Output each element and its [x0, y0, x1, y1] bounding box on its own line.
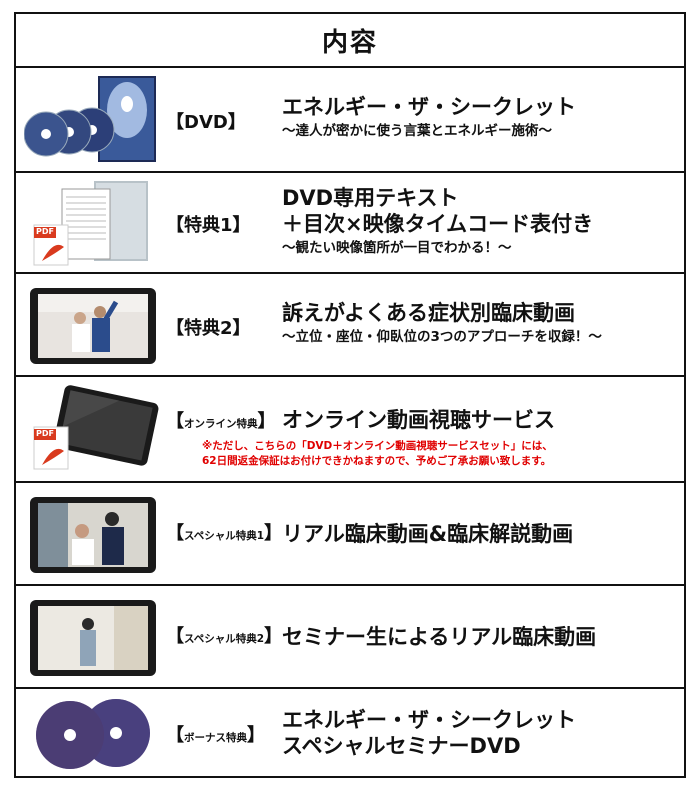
badge-label: ボーナス特典	[184, 732, 247, 744]
dvd-package-image	[24, 74, 160, 166]
badge-dvd: 【DVD】	[166, 112, 246, 133]
row-dvd: 【DVD】 エネルギー・ザ・シークレット 〜達人が密かに使う言葉とエネルギー施術…	[16, 68, 684, 173]
table-header: 内容	[16, 14, 684, 68]
row-special-bonus-1: 【スペシャル特典1】 リアル臨床動画&臨床解説動画	[16, 483, 684, 586]
contents-table: 内容 【DVD】 エネルギー・ザ・シークレット 〜達人が密かに使う言葉とエネルギ…	[14, 12, 686, 778]
text-book-image: PDF	[24, 177, 160, 269]
refund-note-line-1: ※ただし、こちらの「DVD＋オンライン動画視聴サービスセット」には、	[202, 440, 553, 452]
row-subtitle: 〜達人が密かに使う言葉とエネルギー施術〜	[282, 123, 552, 139]
badge-special-bonus-2: 【スペシャル特典2】	[166, 622, 282, 648]
bracket-close: 】	[264, 626, 283, 647]
refund-note-line-2: 62日間返金保証はお付けできかねますので、予めご了承お願い致します。	[202, 455, 552, 467]
bonus-dvd-discs-image	[24, 695, 160, 773]
row-bonus-dvd: 【ボーナス特典】 エネルギー・ザ・シークレット スペシャルセミナーDVD	[16, 689, 684, 778]
row-subtitle: 〜観たい映像箇所が一目でわかる！〜	[282, 240, 512, 256]
page-title: 内容	[321, 27, 378, 58]
badge-special-bonus-1: 【スペシャル特典1】	[166, 519, 282, 545]
badge-label: オンライン特典	[184, 418, 258, 430]
tablet-video-image	[24, 286, 160, 366]
row-title-line-2: ＋目次×映像タイムコード表付き	[282, 212, 594, 236]
row-title: セミナー生によるリアル臨床動画	[282, 625, 597, 649]
badge-label: スペシャル特典2	[184, 633, 265, 645]
badge-label: スペシャル特典1	[184, 530, 265, 542]
online-tablet-image: PDF	[24, 385, 160, 475]
badge-bonus-dvd: 【ボーナス特典】	[166, 721, 265, 747]
bracket-close: 】	[264, 523, 283, 544]
pdf-icon: PDF	[36, 227, 54, 236]
row-bonus-2: 【特典2】 訴えがよくある症状別臨床動画 〜立位・座位・仰臥位の3つのアプローチ…	[16, 274, 684, 377]
row-title: 訴えがよくある症状別臨床動画	[282, 301, 575, 325]
row-title: オンライン動画視聴サービス	[282, 408, 555, 432]
clinic-video-tablet-image	[24, 495, 160, 575]
badge-online-bonus: 【オンライン特典】	[166, 407, 276, 433]
row-title: DVD専用テキスト	[282, 186, 459, 210]
row-subtitle: 〜立位・座位・仰臥位の3つのアプローチを収録！〜	[282, 329, 602, 345]
row-title: リアル臨床動画&臨床解説動画	[282, 522, 574, 546]
row-special-bonus-2: 【スペシャル特典2】 セミナー生によるリアル臨床動画	[16, 586, 684, 689]
bracket-close: 】	[247, 725, 265, 746]
row-bonus-1: PDF 【特典1】 DVD専用テキスト ＋目次×映像タイムコード表付き 〜観たい…	[16, 173, 684, 274]
row-online-bonus: PDF 【オンライン特典】 オンライン動画視聴サービス ※ただし、こちらの「DV…	[16, 377, 684, 483]
badge-bonus-2: 【特典2】	[166, 318, 251, 339]
bracket-open: 【	[166, 725, 184, 746]
seminar-video-tablet-image	[24, 598, 160, 678]
badge-bonus-1: 【特典1】	[166, 215, 251, 236]
bracket-close: 】	[257, 411, 276, 432]
row-title: エネルギー・ザ・シークレット	[282, 708, 576, 732]
bracket-open: 【	[166, 411, 184, 432]
bracket-open: 【	[166, 523, 184, 544]
bracket-open: 【	[166, 626, 184, 647]
pdf-icon: PDF	[36, 429, 54, 438]
row-title: エネルギー・ザ・シークレット	[282, 95, 576, 119]
row-title-line-2: スペシャルセミナーDVD	[282, 734, 521, 758]
